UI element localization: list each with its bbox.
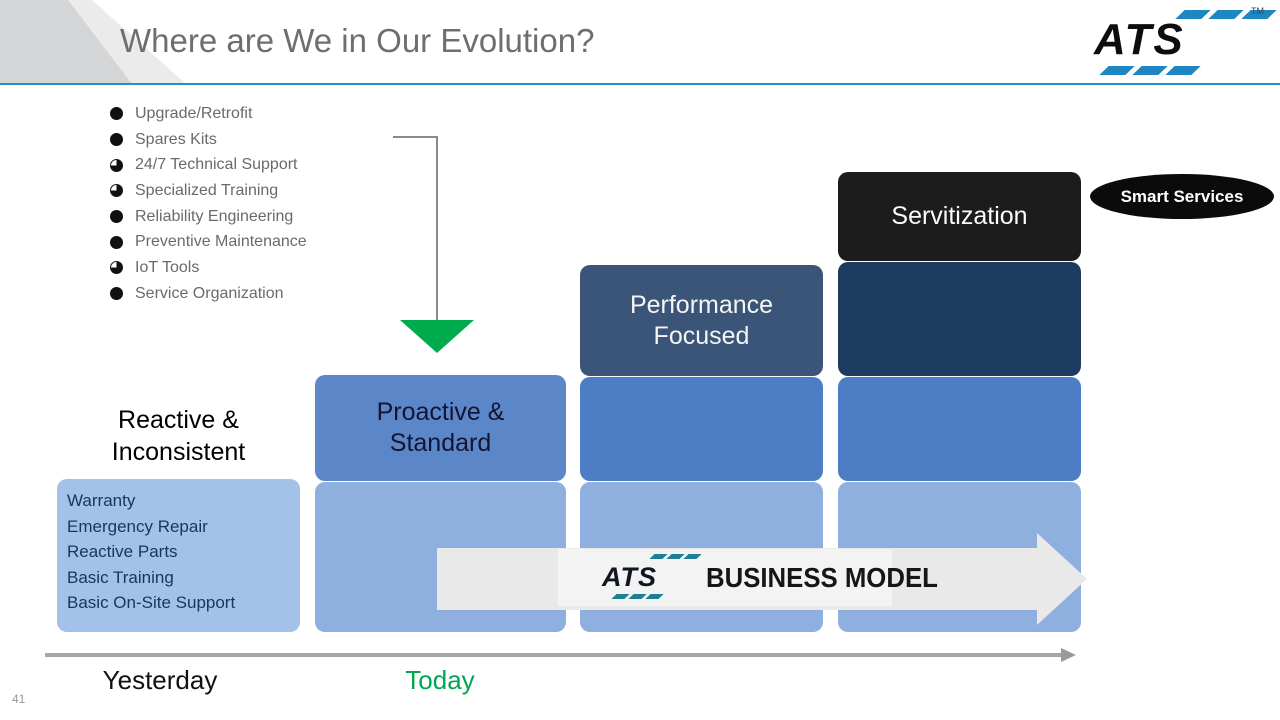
full-circle-icon xyxy=(110,107,123,121)
ats-logo: ATS TM xyxy=(1088,6,1277,80)
stage2-label: Proactive & Standard xyxy=(377,397,505,459)
logo-stripes-bottom-icon xyxy=(1099,66,1203,75)
service-item: Basic Training xyxy=(67,567,174,587)
ats-mini-logo: ATS xyxy=(600,552,702,604)
logo-stripe xyxy=(611,594,630,599)
service-item: Warranty xyxy=(67,491,136,510)
list-item: Spares Kits xyxy=(110,127,307,153)
stage1-service-list: Warranty Emergency Repair Reactive Parts… xyxy=(57,479,235,616)
business-model-content: ATS BUSINESS MODEL xyxy=(600,550,958,606)
header-divider-line xyxy=(0,83,1280,85)
three-quarter-circle-icon xyxy=(110,184,123,198)
three-quarter-circle-icon xyxy=(110,158,123,172)
logo-stripe xyxy=(1165,66,1201,75)
stage1-label-line2: Inconsistent xyxy=(111,438,246,466)
smart-services-badge: Smart Services xyxy=(1090,174,1274,219)
timeline-today-label: Today xyxy=(405,665,475,695)
capability-list: Upgrade/Retrofit Spares Kits 24/7 Techni… xyxy=(110,101,307,307)
full-circle-icon xyxy=(110,287,123,301)
timeline-arrow-head-icon xyxy=(1061,648,1076,662)
page-number: 41 xyxy=(12,692,26,706)
stage4-mid-block xyxy=(838,377,1081,481)
list-item-label: Reliability Engineering xyxy=(135,207,294,225)
logo-stripe xyxy=(1208,10,1244,19)
service-item: Reactive Parts xyxy=(67,542,178,561)
list-item: Reliability Engineering xyxy=(110,204,307,230)
business-model-label: BUSINESS MODEL xyxy=(706,562,938,593)
logo-stripe xyxy=(649,554,668,559)
list-item: Service Organization xyxy=(110,281,307,307)
stage3-block: Performance Focused xyxy=(580,265,823,376)
list-item: Preventive Maintenance xyxy=(110,229,307,255)
stage1-label: Reactive & Inconsistent xyxy=(57,404,300,468)
mini-logo-wordmark: ATS xyxy=(602,562,657,592)
stage2-block: Proactive & Standard xyxy=(315,375,566,481)
full-circle-icon xyxy=(110,133,123,147)
stage4-label: Servitization xyxy=(891,202,1028,230)
stage3-label: Performance Focused xyxy=(630,290,773,352)
stage1-services-box: Warranty Emergency Repair Reactive Parts… xyxy=(57,479,300,632)
list-item-label: Specialized Training xyxy=(135,181,279,199)
logo-stripe xyxy=(1099,66,1135,75)
list-item: Specialized Training xyxy=(110,178,307,204)
service-item: Emergency Repair xyxy=(67,516,208,536)
stage4-navy-block xyxy=(838,262,1081,376)
three-quarter-circle-icon xyxy=(110,261,123,275)
list-item: 24/7 Technical Support xyxy=(110,152,307,178)
trademark-symbol: TM xyxy=(1251,6,1264,16)
logo-stripe xyxy=(666,554,685,559)
stage3-label-line2: Focused xyxy=(653,321,750,350)
list-item-label: Service Organization xyxy=(135,284,284,302)
service-item: Basic On-Site Support xyxy=(67,593,236,612)
list-item: Upgrade/Retrofit xyxy=(110,101,307,127)
mini-logo-stripes-bottom-icon xyxy=(611,594,665,599)
stage2-label-line2: Standard xyxy=(389,429,492,457)
logo-stripe xyxy=(645,594,664,599)
smart-services-label: Smart Services xyxy=(1120,186,1244,206)
full-circle-icon xyxy=(110,235,123,249)
list-item-label: IoT Tools xyxy=(135,258,200,276)
logo-stripe xyxy=(683,554,702,559)
list-item-label: 24/7 Technical Support xyxy=(135,156,298,174)
list-item: IoT Tools xyxy=(110,255,307,281)
logo-wordmark: ATS xyxy=(1094,15,1185,64)
logo-stripe xyxy=(1132,66,1168,75)
connector-line-vertical xyxy=(436,136,438,322)
timeline-yesterday-label: Yesterday xyxy=(102,665,218,695)
stage2-label-line1: Proactive & xyxy=(376,398,505,426)
stage4-block: Servitization xyxy=(838,172,1081,261)
stage3-label-line1: Performance xyxy=(629,290,774,319)
full-circle-icon xyxy=(110,210,123,224)
connector-line-horizontal xyxy=(393,136,437,138)
slide-title: Where are We in Our Evolution? xyxy=(120,22,595,59)
list-item-label: Spares Kits xyxy=(135,130,217,148)
down-arrow-icon xyxy=(400,320,474,353)
stage3-mid-block xyxy=(580,377,823,481)
timeline-axis xyxy=(45,653,1063,657)
logo-stripes-top-icon xyxy=(1175,10,1279,19)
mini-logo-stripes-top-icon xyxy=(649,554,703,559)
list-item-label: Upgrade/Retrofit xyxy=(135,104,253,122)
list-item-label: Preventive Maintenance xyxy=(135,233,307,251)
logo-stripe xyxy=(628,594,647,599)
stage1-label-line1: Reactive & xyxy=(118,406,239,434)
